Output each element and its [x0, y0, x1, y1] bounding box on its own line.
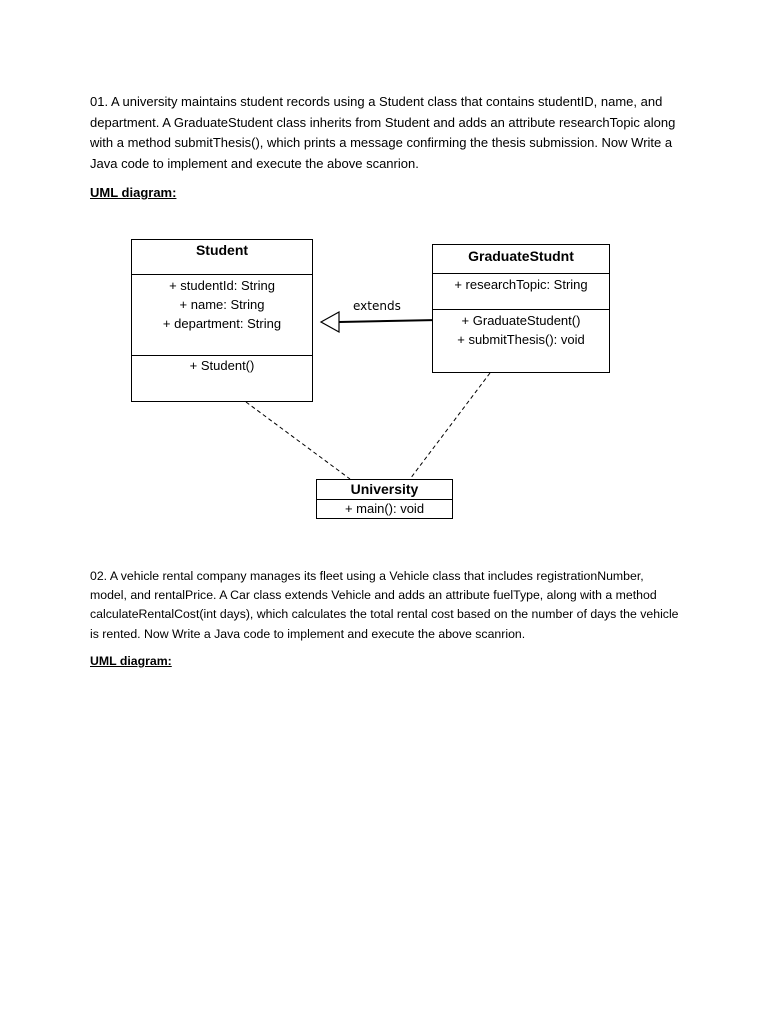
student-class-box: Student + studentId: String + name: Stri… [131, 239, 313, 402]
graduate-class-name: GraduateStudnt [433, 245, 609, 274]
dependency-line-graduate [409, 372, 491, 480]
inheritance-line [338, 319, 439, 323]
student-class-name: Student [132, 240, 312, 275]
university-class-box: University + main(): void [316, 479, 453, 519]
university-operation: + main(): void [344, 501, 425, 516]
student-operations: + Student() [132, 356, 312, 401]
extends-label: extends [353, 299, 401, 313]
graduate-attribute: + researchTopic: String [454, 277, 588, 292]
uml-diagram-heading-1: UML diagram: [90, 185, 177, 200]
university-operations: + main(): void [317, 500, 452, 518]
student-attribute: + studentId: String [169, 278, 275, 293]
graduate-operations: + GraduateStudent() + submitThesis(): vo… [433, 310, 609, 372]
inheritance-arrowhead [319, 310, 340, 334]
student-attribute: + name: String [179, 297, 265, 312]
graduate-class-box: GraduateStudnt + researchTopic: String +… [432, 244, 610, 373]
uml-diagram-heading-2: UML diagram: [90, 654, 172, 668]
dependency-line-student [245, 401, 351, 480]
student-attributes: + studentId: String + name: String + dep… [132, 275, 312, 356]
question-2-text: 02. A vehicle rental company manages its… [90, 569, 679, 641]
university-class-name: University [317, 480, 452, 500]
question-1-text: 01. A university maintains student recor… [90, 94, 676, 171]
graduate-operation: + GraduateStudent() [461, 313, 581, 328]
student-attribute: + department: String [162, 316, 282, 331]
student-operation: + Student() [189, 358, 255, 373]
graduate-operation: + submitThesis(): void [457, 332, 585, 347]
graduate-attributes: + researchTopic: String [433, 274, 609, 310]
